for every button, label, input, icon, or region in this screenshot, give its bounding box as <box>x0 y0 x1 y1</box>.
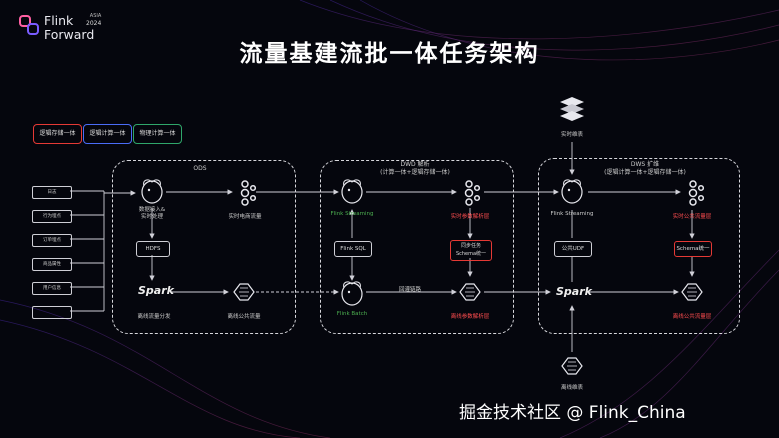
kafka-dws-icon <box>688 180 704 206</box>
schema-unify-box: Schema统一 <box>674 241 712 257</box>
source-other <box>32 306 72 319</box>
flink-streaming-icon <box>341 179 363 204</box>
redis-dim-table-icon <box>560 97 584 121</box>
ods-offline-dist-label: 离线流量分发 <box>137 314 171 320</box>
dwd-flink-batch-label: Flink Batch <box>336 311 368 317</box>
hive-dws-icon <box>681 283 703 301</box>
dws-offline-dim-label: 离线维表 <box>560 385 583 391</box>
kafka-realtime-icon <box>240 180 256 206</box>
dwd-realtime-detail-label: 实时参数解析层 <box>450 214 490 220</box>
logo-badge: ASIA 2024 <box>86 13 102 27</box>
flink-sql-box: Flink SQL <box>334 241 372 257</box>
dwd-label: DWD 解析 (计算一体+逻辑存储一体) <box>380 161 450 176</box>
source-orders: 订单埋点 <box>32 234 72 247</box>
source-products: 商品属性 <box>32 258 72 271</box>
ods-offline-public-label: 离线公共流量 <box>227 314 261 320</box>
source-logs: 日志 <box>32 186 72 199</box>
hdfs-box: HDFS <box>136 241 170 257</box>
spark-dws-label: Spark <box>556 285 592 298</box>
ods-label: ODS <box>193 165 207 172</box>
watermark: 掘金技术社区 @ Flink_China <box>459 403 686 423</box>
dws-zone <box>538 158 740 334</box>
ods-ingest-label: 数据接入& 实时处理 <box>138 207 166 220</box>
flink-forward-logo-icon <box>19 15 39 35</box>
page-title: 流量基建流批一体任务架构 <box>239 41 540 67</box>
kafka-dwd-icon <box>464 180 480 206</box>
dws-flink-streaming-label: Flink Streaming <box>550 211 594 217</box>
source-behavior: 行为埋点 <box>32 210 72 223</box>
dws-offline-public-label: 离线公共流量层 <box>672 314 712 320</box>
flink-ingest-icon <box>141 179 163 204</box>
spark-ods-label: Spark <box>138 284 174 297</box>
source-users: 用户信息 <box>32 282 72 295</box>
logo-text: Flink Forward <box>44 13 95 42</box>
dws-realtime-public-label: 实时公共流量层 <box>672 214 712 220</box>
public-udf-box: 公共UDF <box>554 241 592 257</box>
dwd-offline-detail-label: 离线参数解析层 <box>450 314 490 320</box>
hive-dwd-icon <box>459 283 481 301</box>
ods-realtime-stream-label: 实时电商流量 <box>228 214 262 220</box>
hive-ods-icon <box>233 283 255 301</box>
sync-task-box: 同步任务 Schema统一 <box>450 240 492 261</box>
ods-zone <box>112 160 296 334</box>
dws-label: DWS 扩维 (逻辑计算一体+逻辑存储一体) <box>604 161 686 176</box>
flink-streaming-dws-icon <box>561 179 583 204</box>
legend-physical-compute: 物理计算一体 <box>133 124 182 144</box>
flink-batch-icon <box>341 281 363 306</box>
dwd-zone <box>320 160 514 334</box>
dwd-flink-streaming-label: Flink Streaming <box>330 211 374 217</box>
dwd-backfill-label: 回灌链路 <box>398 287 421 293</box>
hive-offline-dim-icon <box>561 357 583 375</box>
dws-dim-table-label: 实时维表 <box>560 132 583 138</box>
legend-logical-compute: 逻辑计算一体 <box>83 124 132 144</box>
legend-logical-storage: 逻辑存储一体 <box>33 124 82 144</box>
